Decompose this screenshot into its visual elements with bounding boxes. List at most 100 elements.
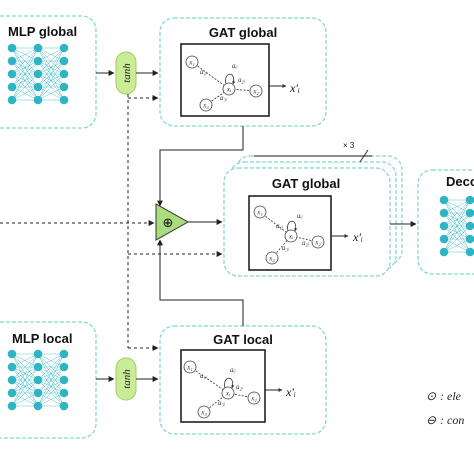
nn-neuron (7, 349, 17, 359)
graph-node (222, 82, 236, 96)
nn-neuron (439, 247, 449, 257)
legend-item-text: : con (440, 413, 464, 427)
nn-neuron (33, 375, 43, 385)
edge-weight-label: a₂ᵢ (302, 239, 309, 247)
tanh-activation-top: tanh (115, 51, 137, 95)
nn-neuron (465, 208, 474, 218)
nn-neuron (465, 234, 474, 244)
nn-neuron (465, 221, 474, 231)
nn-neuron (33, 43, 43, 53)
nn-neuron (439, 234, 449, 244)
mlp-local-title: MLP local (12, 331, 72, 346)
nn-neuron (33, 56, 43, 66)
legend-item-symbol: ⊖ (426, 413, 437, 427)
nn-neuron (59, 82, 69, 92)
nn-neuron (59, 95, 69, 105)
graph-node (265, 251, 279, 265)
nn-neuron (33, 349, 43, 359)
gat-global-mid-block: GAT global x₁ x₂ xᵢ x₃ aᵢᵢ a₁ᵢ a₂ᵢ a₃ᵢ x′ᵢ × 3 (223, 141, 403, 277)
graph-node (249, 84, 263, 98)
graph-node-label: x₂ (314, 239, 321, 247)
gat-global-top-output: x′ᵢ (289, 81, 300, 95)
gat-global-top-title: GAT global (209, 25, 277, 40)
nn-neuron (59, 56, 69, 66)
edge-weight-label: a₃ᵢ (282, 244, 289, 252)
gat-global-mid-graph: x₁ x₂ xᵢ x₃ aᵢᵢ a₁ᵢ a₂ᵢ a₃ᵢ (253, 205, 325, 265)
nn-neuron (7, 69, 17, 79)
legend-item-text: : ele (440, 389, 462, 403)
nn-neuron (7, 95, 17, 105)
nn-neuron (439, 208, 449, 218)
tanh-label-top: tanh (121, 63, 133, 83)
graph-node-label: x₁ (256, 209, 263, 217)
nn-neuron (59, 69, 69, 79)
decoder-title: Deco (446, 174, 474, 189)
graph-node-label: x₃ (202, 102, 209, 110)
edge-weight-label: a₂ᵢ (236, 383, 243, 391)
graph-node-label: x₃ (268, 255, 275, 263)
nn-neuron (59, 388, 69, 398)
graph-node (284, 229, 298, 243)
graph-node-label: x₂ (252, 88, 259, 96)
nn-neuron (465, 195, 474, 205)
graph-node (199, 98, 213, 112)
legend: ⊙ : ele ⊖ : con (426, 389, 464, 427)
mlp-local-network-icon (7, 349, 69, 411)
edge-weight-label: a₃ᵢ (218, 399, 225, 407)
nn-neuron (33, 69, 43, 79)
nn-neuron (7, 375, 17, 385)
nn-neuron (59, 362, 69, 372)
decoder-network-icon (439, 195, 474, 257)
edge-weight-label: a₃ᵢ (220, 94, 227, 102)
tanh-activation-bottom: tanh (115, 357, 137, 401)
graph-node (311, 235, 325, 249)
nn-neuron (33, 362, 43, 372)
mlp-global-block: MLP global (0, 15, 97, 129)
graph-node-label: xᵢ (225, 390, 230, 398)
graph-node (247, 391, 261, 405)
graph-node (253, 205, 267, 219)
edge-weight-label: aᵢᵢ (232, 62, 238, 70)
connections (0, 70, 417, 382)
nn-neuron (7, 362, 17, 372)
legend-item-symbol: ⊙ (426, 389, 437, 403)
edge-weight-label: a₂ᵢ (238, 76, 245, 84)
decoder-block: Deco (417, 169, 474, 275)
tanh-label-bottom: tanh (121, 369, 133, 389)
graph-node-label: x₁ (186, 364, 193, 372)
graph-node (197, 405, 211, 419)
gat-global-mid-output: x′ᵢ (352, 230, 363, 244)
edge-weight-label: aᵢᵢ (230, 366, 236, 374)
graph-node-label: x₁ (188, 59, 195, 67)
graph-node-label: xᵢ (288, 233, 293, 241)
graph-node-label: xᵢ (226, 86, 231, 94)
gat-global-mid-title: GAT global (272, 176, 340, 191)
nn-neuron (7, 43, 17, 53)
nn-neuron (59, 401, 69, 411)
nn-neuron (465, 247, 474, 257)
concat-operator: ⊕ (155, 203, 190, 241)
nn-neuron (59, 349, 69, 359)
edge-weight-label: a₁ᵢ (200, 372, 207, 380)
edge-weight-label: aᵢᵢ (297, 212, 303, 220)
nn-neuron (439, 221, 449, 231)
repeat-count-label: × 3 (343, 141, 355, 150)
nn-neuron (7, 56, 17, 66)
nn-neuron (33, 401, 43, 411)
mlp-global-title: MLP global (8, 24, 77, 39)
nn-neuron (33, 82, 43, 92)
concat-symbol: ⊕ (163, 216, 174, 231)
nn-neuron (439, 195, 449, 205)
graph-node (183, 360, 197, 374)
mlp-global-network-icon (7, 43, 69, 105)
nn-neuron (59, 375, 69, 385)
edge-weight-label: a₁ᵢ (276, 222, 283, 230)
nn-neuron (33, 95, 43, 105)
nn-neuron (7, 401, 17, 411)
graph-node (185, 55, 199, 69)
